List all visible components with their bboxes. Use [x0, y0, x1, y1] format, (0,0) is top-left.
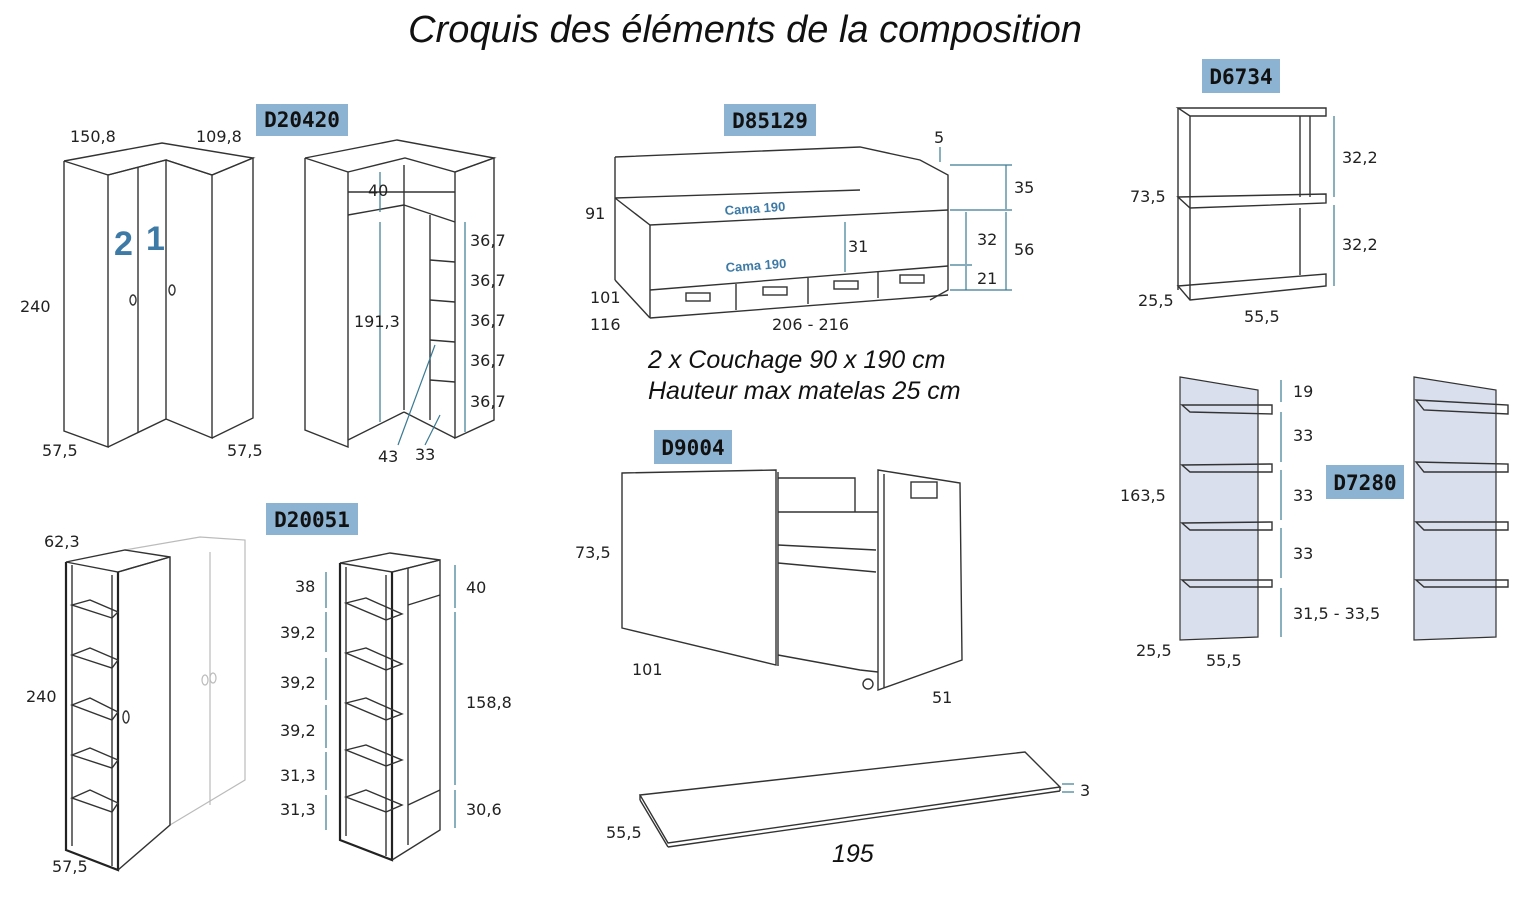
dim-label: 55,5 [606, 823, 642, 842]
corner-wardrobe-open [304, 139, 497, 449]
wall-shelves-group: D7280 [1179, 376, 1509, 641]
dim-label: 33 [1293, 426, 1313, 445]
code-bed: D85129 [732, 109, 808, 133]
dim-label: 36,7 [470, 392, 506, 411]
corner-wardrobe-closed: 2 1 [63, 142, 256, 448]
bed-group: D85129 Cama 190 Cama 190 [614, 104, 1012, 319]
shelf-column-open [325, 552, 456, 862]
dim-label: 35 [1014, 178, 1034, 197]
dim-label: 31,3 [280, 766, 316, 785]
bed-note-sleeping: 2 x Couchage 90 x 190 cm [647, 346, 945, 374]
dim-label: 31 [848, 237, 868, 256]
dim-label: 56 [1014, 240, 1034, 259]
dim-label: 116 [590, 315, 621, 334]
mattress-label: Cama 190 [725, 256, 787, 275]
dim-label: 109,8 [196, 127, 242, 146]
code-badge-box [654, 430, 732, 464]
dim-label: 57,5 [52, 857, 88, 876]
dim-label: 39,2 [280, 623, 316, 642]
desk-group: D9004 [621, 430, 963, 691]
dim-label: 51 [932, 688, 952, 707]
dim-label: 36,7 [470, 351, 506, 370]
dim-label: 39,2 [280, 721, 316, 740]
dim-label: 25,5 [1136, 641, 1172, 660]
mattress-label: Cama 190 [724, 199, 786, 218]
dim-label: 40 [368, 181, 388, 200]
dim-label: 25,5 [1138, 291, 1174, 310]
dim-label: 21 [977, 269, 997, 288]
dim-label: 32,2 [1342, 235, 1378, 254]
dim-label: 33 [1293, 544, 1313, 563]
dim-label: 43 [378, 447, 398, 466]
dim-label: 36,7 [470, 311, 506, 330]
code-desk: D9004 [661, 436, 724, 460]
code-badge-box [1202, 59, 1280, 93]
dim-label: 38 [295, 577, 315, 596]
dim-label: 19 [1293, 382, 1313, 401]
dim-label: 163,5 [1120, 486, 1166, 505]
code-badge-box [256, 104, 348, 136]
board-group [638, 751, 1074, 848]
code-badge-box [266, 503, 358, 535]
dim-label: 101 [632, 660, 663, 679]
code-wall-shelves: D7280 [1333, 471, 1396, 495]
dim-label: 31,5 - 33,5 [1293, 604, 1380, 623]
dim-label: 31,3 [280, 800, 316, 819]
dim-label: 3 [1080, 781, 1090, 800]
dim-label: 39,2 [280, 673, 316, 692]
dim-label: 32 [977, 230, 997, 249]
dim-label: 101 [590, 288, 621, 307]
door-number-2: 2 [114, 225, 133, 263]
page-title: Croquis des éléments de la composition [408, 9, 1082, 51]
door-number-1: 1 [146, 220, 165, 258]
shelf-column-group: D20051 [64, 503, 358, 872]
code-shelf-column: D20051 [274, 508, 350, 532]
dim-label: 57,5 [227, 441, 263, 460]
dim-label: 30,6 [466, 800, 502, 819]
dim-label: 36,7 [470, 231, 506, 250]
bed-note-mattress: Hauteur max matelas 25 cm [648, 377, 961, 405]
dim-label: 73,5 [1130, 187, 1166, 206]
dim-label: 40 [466, 578, 486, 597]
dim-label: 32,2 [1342, 148, 1378, 167]
code-shelf-small: D6734 [1209, 65, 1272, 89]
dim-label: 5 [934, 128, 944, 147]
dim-label: 33 [1293, 486, 1313, 505]
dim-label: 240 [20, 297, 51, 316]
shelf-small-group: D6734 [1175, 59, 1335, 301]
dim-label: 191,3 [354, 312, 400, 331]
dim-label: 240 [26, 687, 57, 706]
code-badge-box [724, 104, 816, 136]
dim-label: 57,5 [42, 441, 78, 460]
dim-label: 33 [415, 445, 435, 464]
code-corner-wardrobe: D20420 [264, 108, 340, 132]
dim-label: 55,5 [1206, 651, 1242, 670]
dim-label: 62,3 [44, 532, 80, 551]
board-length-label: 195 [832, 840, 874, 868]
dim-label: 55,5 [1244, 307, 1280, 326]
dim-label: 206 - 216 [772, 315, 849, 334]
dim-label: 36,7 [470, 271, 506, 290]
code-badge-box [1326, 465, 1404, 499]
dim-label: 73,5 [575, 543, 611, 562]
dim-label: 158,8 [466, 693, 512, 712]
dim-label: 150,8 [70, 127, 116, 146]
corner-wardrobe-group: D20420 2 1 150,8 109,8 240 57,5 57,5 [20, 104, 506, 466]
dim-label: 91 [585, 204, 605, 223]
